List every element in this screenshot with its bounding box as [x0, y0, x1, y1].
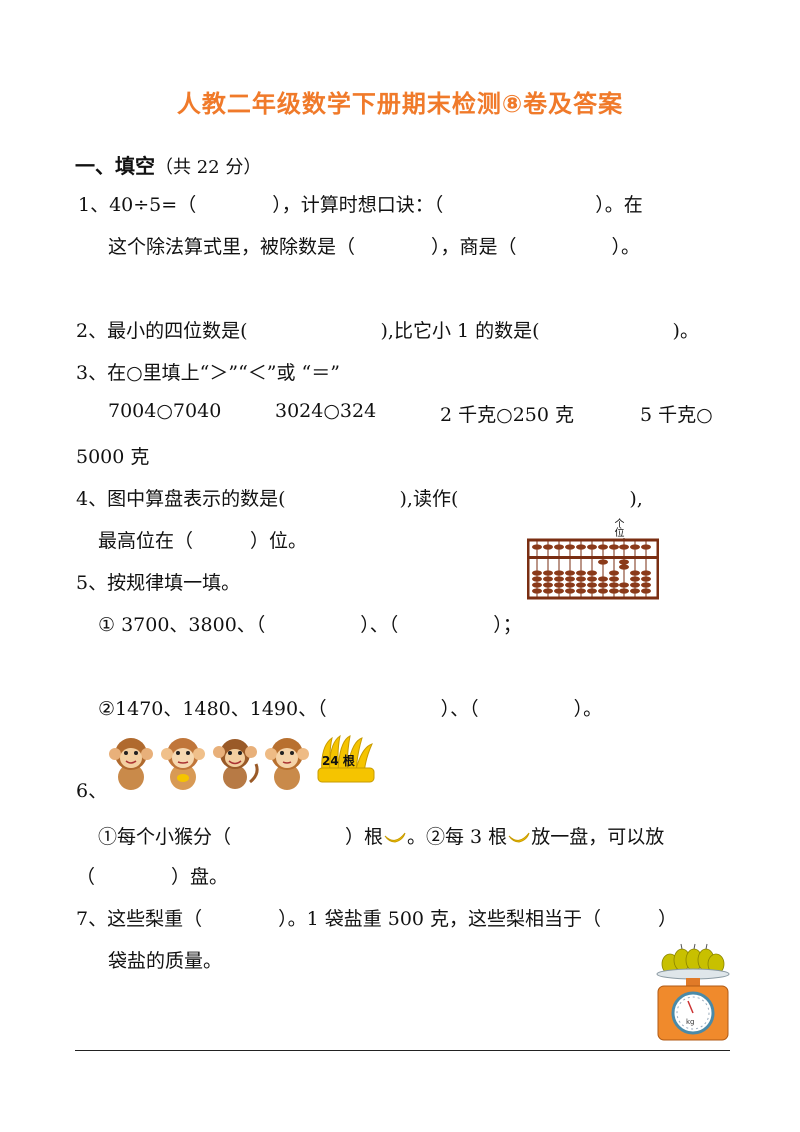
footer-divider: [75, 1050, 730, 1051]
question-4-line-1: 4、图中算盘表示的数是( ),读作( ),: [76, 488, 643, 510]
comparison-item-1: 7004○7040: [108, 400, 222, 422]
question-6-part-b: 。②每 3 根: [407, 826, 508, 848]
monkey-icon: [109, 738, 153, 790]
comparison-item-4: 5 千克○: [640, 404, 713, 426]
question-6-part-a: ①每个小猴分（ ）根: [98, 826, 384, 848]
banana-count-label: 24 根: [322, 754, 355, 768]
question-6-number: 6、: [76, 780, 108, 802]
page-title: 人教二年级数学下册期末检测⑧卷及答案: [176, 90, 624, 118]
section-points: （共 22 分）: [155, 157, 262, 178]
question-6-part-c: 放一盘，可以放: [531, 826, 665, 848]
scale-with-pears-image: kg: [656, 943, 730, 1041]
monkey-icon: [265, 738, 309, 790]
question-6-line-1: ①每个小猴分（ ）根 。②每 3 根 放一盘，可以放: [98, 822, 664, 849]
monkeys-image: [109, 738, 309, 790]
question-2-line-1: 2、最小的四位数是( ),比它小 1 的数是( )。: [76, 320, 699, 342]
question-7-line-2: 袋盐的质量。: [108, 950, 223, 972]
question-5-sub-1: ① 3700、3800、（ ）、（ ）；: [98, 614, 522, 636]
question-7-line-1: 7、这些梨重（ ）。1 袋盐重 500 克，这些梨相当于（ ）: [76, 908, 678, 930]
scale-unit-label: kg: [686, 1018, 695, 1026]
question-5-line-1: 5、按规律填一填。: [76, 572, 241, 594]
comparison-item-2: 3024○324: [275, 400, 377, 422]
banana-bunch-icon: [317, 734, 375, 783]
abacus-image: [527, 538, 659, 600]
question-1-line-1: 1、40÷5=（ ），计算时想口诀：（ ）。在: [78, 194, 643, 216]
abacus-label: 个位: [612, 518, 623, 536]
question-6-line-2: （ ）盘。: [76, 866, 229, 888]
question-1-line-2: 这个除法算式里，被除数是（ ），商是（ ）。: [108, 236, 641, 258]
banana-icon: [508, 832, 530, 843]
section-heading: 一、填空（共 22 分）: [75, 150, 261, 179]
question-4-line-2: 最高位在（ ）位。: [98, 530, 308, 552]
comparison-item-3: 2 千克○250 克: [440, 404, 575, 426]
comparison-item-4-wrap: 5000 克: [76, 446, 150, 468]
question-5-sub-2: ②1470、1480、1490、（ ）、（ ）。: [98, 698, 603, 720]
section-heading-label: 一、填空: [75, 154, 155, 178]
banana-icon: [384, 832, 406, 843]
monkey-icon: [161, 738, 205, 790]
question-3-line-1: 3、在○里填上“＞”“＜”或 “＝”: [76, 362, 340, 384]
monkey-icon: [213, 739, 259, 789]
